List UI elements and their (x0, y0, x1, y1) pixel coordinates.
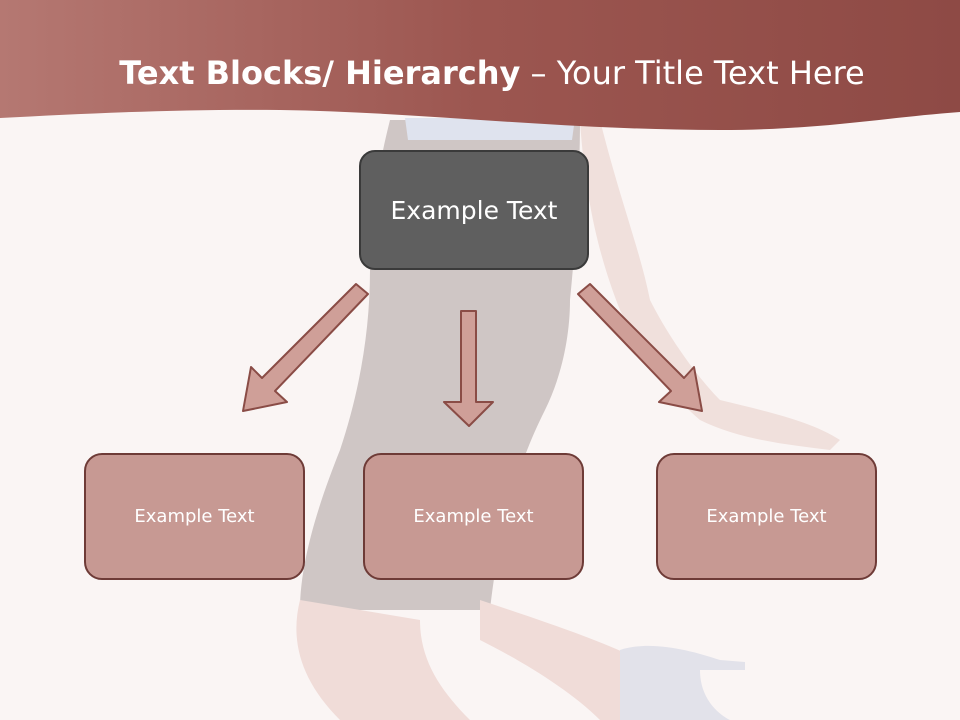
child-node-label: Example Text (706, 506, 827, 527)
header-band (0, 0, 960, 130)
slide-title: Text Blocks/ Hierarchy – Your Title Text… (0, 54, 960, 92)
title-bold-part: Text Blocks/ Hierarchy (119, 54, 521, 92)
child-node-label: Example Text (134, 506, 255, 527)
top-node: Example Text (359, 150, 589, 270)
arrow-left (242, 283, 369, 412)
arrow-right (577, 283, 703, 412)
child-node-2: Example Text (363, 453, 584, 580)
top-node-label: Example Text (390, 195, 558, 225)
child-node-1: Example Text (84, 453, 305, 580)
arrow-center (443, 310, 494, 427)
title-regular-part: – Your Title Text Here (520, 54, 865, 92)
child-node-3: Example Text (656, 453, 877, 580)
child-node-label: Example Text (413, 506, 534, 527)
